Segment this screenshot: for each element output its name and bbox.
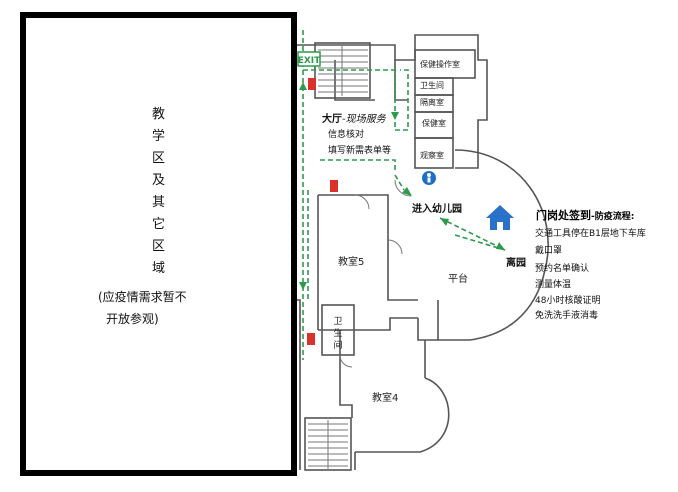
restroom-mid-char: 间	[333, 341, 343, 351]
restroom-mid-char: 卫	[333, 317, 343, 327]
closed-area-note-line2: 开放参观)	[106, 312, 159, 326]
gate-title: 门岗处签到-防疫流程:	[536, 207, 634, 223]
gate-step: 预约名单确认	[535, 264, 590, 274]
closed-area-char: 及	[151, 173, 165, 188]
platform-label: 平台	[448, 274, 468, 285]
closed-area-note-line1: (应疫情需求暂不	[98, 290, 187, 304]
gate-title-main: 门岗处签到	[536, 209, 591, 222]
wall-outline-top	[295, 24, 488, 169]
closed-area-char: 它	[151, 217, 165, 232]
closed-area-char: 域	[151, 261, 165, 276]
closed-area-note: (应疫情需求暂不 开放参观)	[98, 286, 187, 330]
fire-extinguisher-icon	[307, 78, 338, 345]
hall-title: 大厅-现场服务	[322, 110, 386, 125]
hall-title-italic: -现场服务	[342, 114, 386, 125]
closed-area-char: 教	[151, 107, 165, 122]
hall-title-bold: 大厅	[322, 114, 342, 125]
closed-area-char: 其	[151, 195, 165, 210]
security-room-label: 保健操作室	[420, 60, 460, 69]
platform-curve	[437, 149, 549, 341]
closed-area-char: 学	[151, 129, 165, 144]
closed-area-char: 区	[151, 151, 165, 166]
stairs-icon	[318, 46, 368, 96]
leave-kindergarten-label: 离园	[506, 258, 526, 269]
classroom4-label: 教室4	[372, 393, 399, 404]
gate-step: 测量体温	[535, 280, 572, 290]
gate-step: 48小时核酸证明	[535, 296, 601, 306]
classroom5-label: 教室5	[338, 257, 365, 268]
gate-step: 交通工具停在B1层地下车库	[535, 229, 646, 239]
restroom-mid-char: 生	[333, 329, 343, 339]
health-room-label: 保健室	[422, 119, 446, 128]
observation-room-box	[414, 137, 454, 169]
person-icon	[422, 171, 436, 185]
exit-sign-icon: EXIT	[297, 51, 321, 67]
hall-line1: 信息核对	[328, 130, 365, 140]
restroom-mid-label: 卫 生 间	[332, 316, 344, 352]
gate-title-sub: -防疫流程:	[591, 212, 635, 222]
enter-kindergarten-label: 进入幼儿园	[412, 204, 462, 215]
observation-room-label: 观察室	[420, 151, 444, 160]
closed-area-panel: 教 学 区 及 其 它 区 域	[20, 12, 297, 476]
hall-line2: 填写新需表单等	[328, 146, 392, 156]
gate-step: 免洗洗手液消毒	[535, 311, 599, 321]
gate-step: 戴口罩	[535, 246, 563, 256]
closed-area-char: 区	[151, 239, 165, 254]
house-icon	[486, 205, 514, 230]
isolation-room-label: 隔离室	[420, 98, 444, 107]
classroom4-curve	[355, 377, 450, 453]
restroom-top-label: 卫生间	[420, 81, 444, 90]
restroom-mid-box	[321, 304, 355, 356]
exit-sign-label: EXIT	[298, 56, 321, 66]
closed-area-vertical-text: 教 学 区 及 其 它 区 域	[26, 104, 291, 280]
